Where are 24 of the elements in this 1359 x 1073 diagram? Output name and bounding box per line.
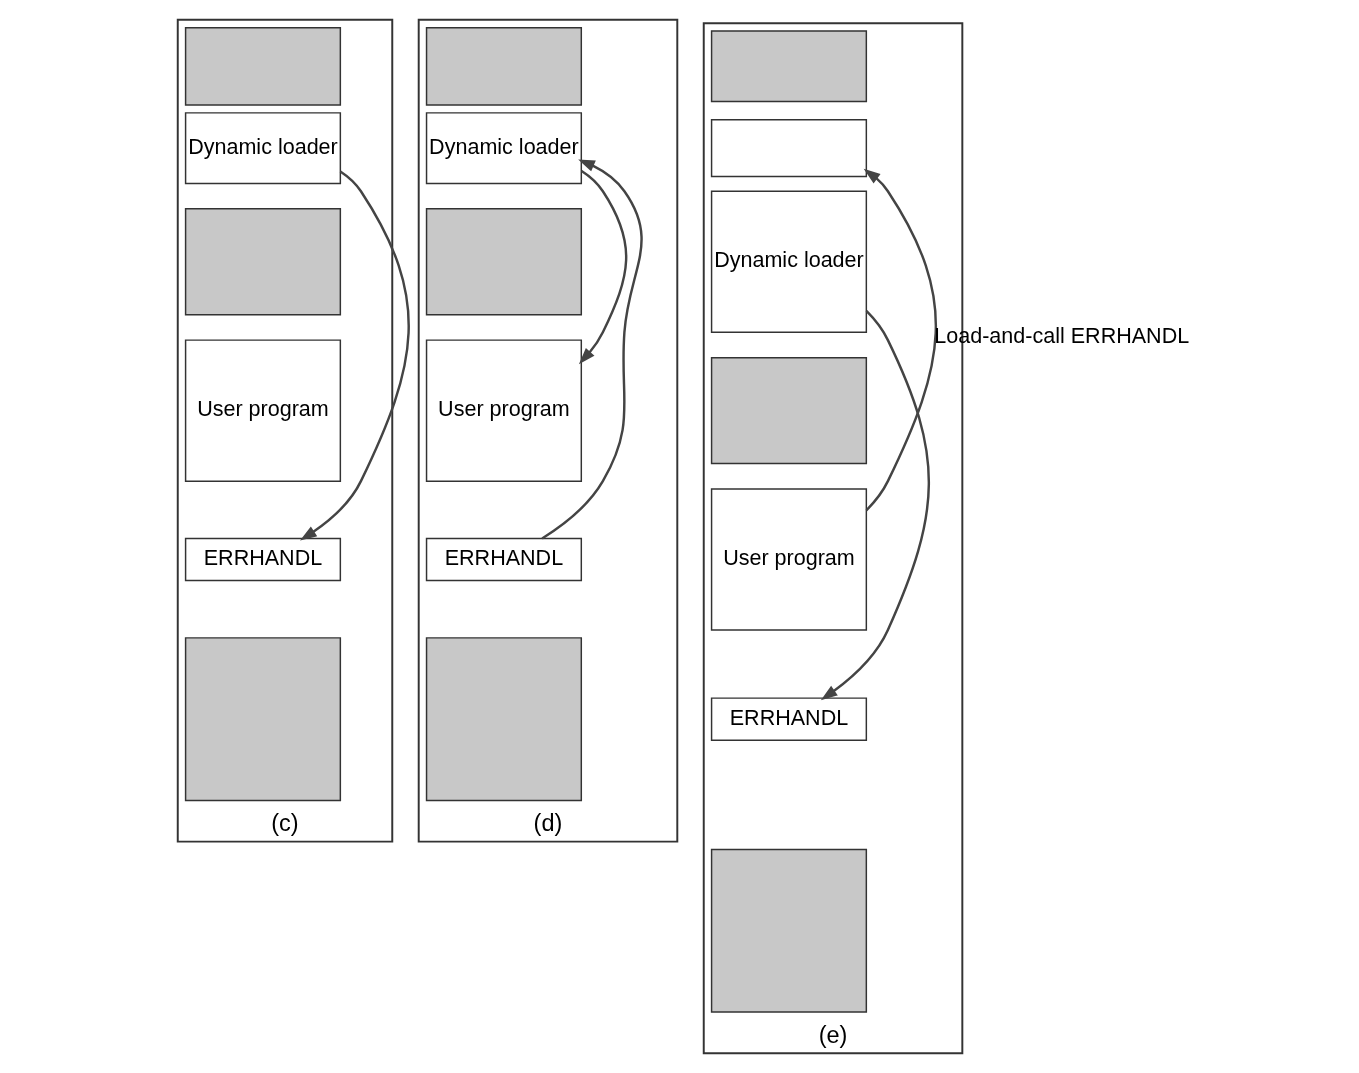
node-box: User program bbox=[710, 488, 868, 631]
arrow bbox=[820, 310, 931, 701]
node-box: User program bbox=[184, 339, 342, 482]
node-box: User program bbox=[425, 339, 583, 482]
node-box: ERRHANDL bbox=[425, 537, 583, 582]
node-box bbox=[710, 30, 868, 103]
node-box bbox=[710, 848, 868, 1013]
node-box: ERRHANDL bbox=[184, 537, 342, 582]
node-box: Dynamic loader bbox=[184, 112, 342, 185]
node-box bbox=[710, 119, 868, 178]
node-box bbox=[425, 26, 583, 106]
arrow bbox=[300, 170, 410, 541]
arrow bbox=[578, 169, 628, 365]
node-box: Dynamic loader bbox=[425, 112, 583, 185]
arrow bbox=[541, 159, 643, 540]
node-box: ERRHANDL bbox=[710, 697, 868, 741]
node-box bbox=[710, 357, 868, 465]
node-box bbox=[184, 26, 342, 106]
node-box bbox=[425, 637, 583, 802]
node-box bbox=[184, 208, 342, 316]
arrow bbox=[863, 168, 937, 512]
node-box bbox=[184, 637, 342, 802]
node-box: Dynamic loader bbox=[710, 190, 868, 333]
node-box bbox=[425, 208, 583, 316]
